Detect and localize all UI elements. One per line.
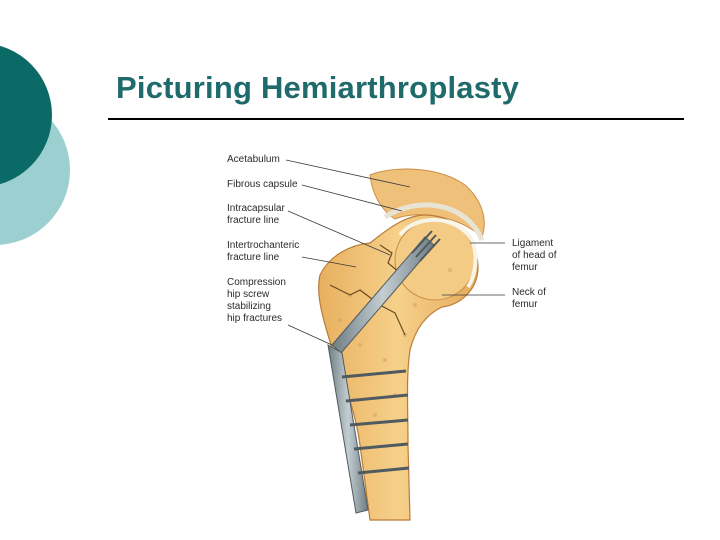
title-underline (108, 118, 684, 120)
label-intracapsular-fracture: Intracapsular fracture line (227, 203, 285, 226)
slide-title: Picturing Hemiarthroplasty (116, 70, 520, 105)
intracapsular-fracture-line (379, 244, 401, 274)
label-ligament-head-femur: Ligament of head of femur (512, 238, 557, 273)
label-fibrous-capsule: Fibrous capsule (227, 179, 298, 190)
label-acetabulum: Acetabulum (227, 154, 280, 165)
femur-screw-illustration (285, 159, 505, 521)
label-compression-screw: Compression hip screw stabilizing hip fr… (227, 277, 286, 324)
head-cartilage (398, 217, 478, 289)
fibrous-capsule (383, 202, 485, 242)
leader-lines (285, 159, 505, 346)
intertrochanteric-fracture-line (329, 284, 406, 336)
side-plate (327, 344, 369, 514)
label-intertrochanteric-fracture: Intertrochanteric fracture line (227, 240, 300, 263)
label-neck-of-femur: Neck of femur (512, 287, 546, 310)
dark-teal-circle (0, 45, 52, 185)
cortical-screws (341, 369, 410, 475)
